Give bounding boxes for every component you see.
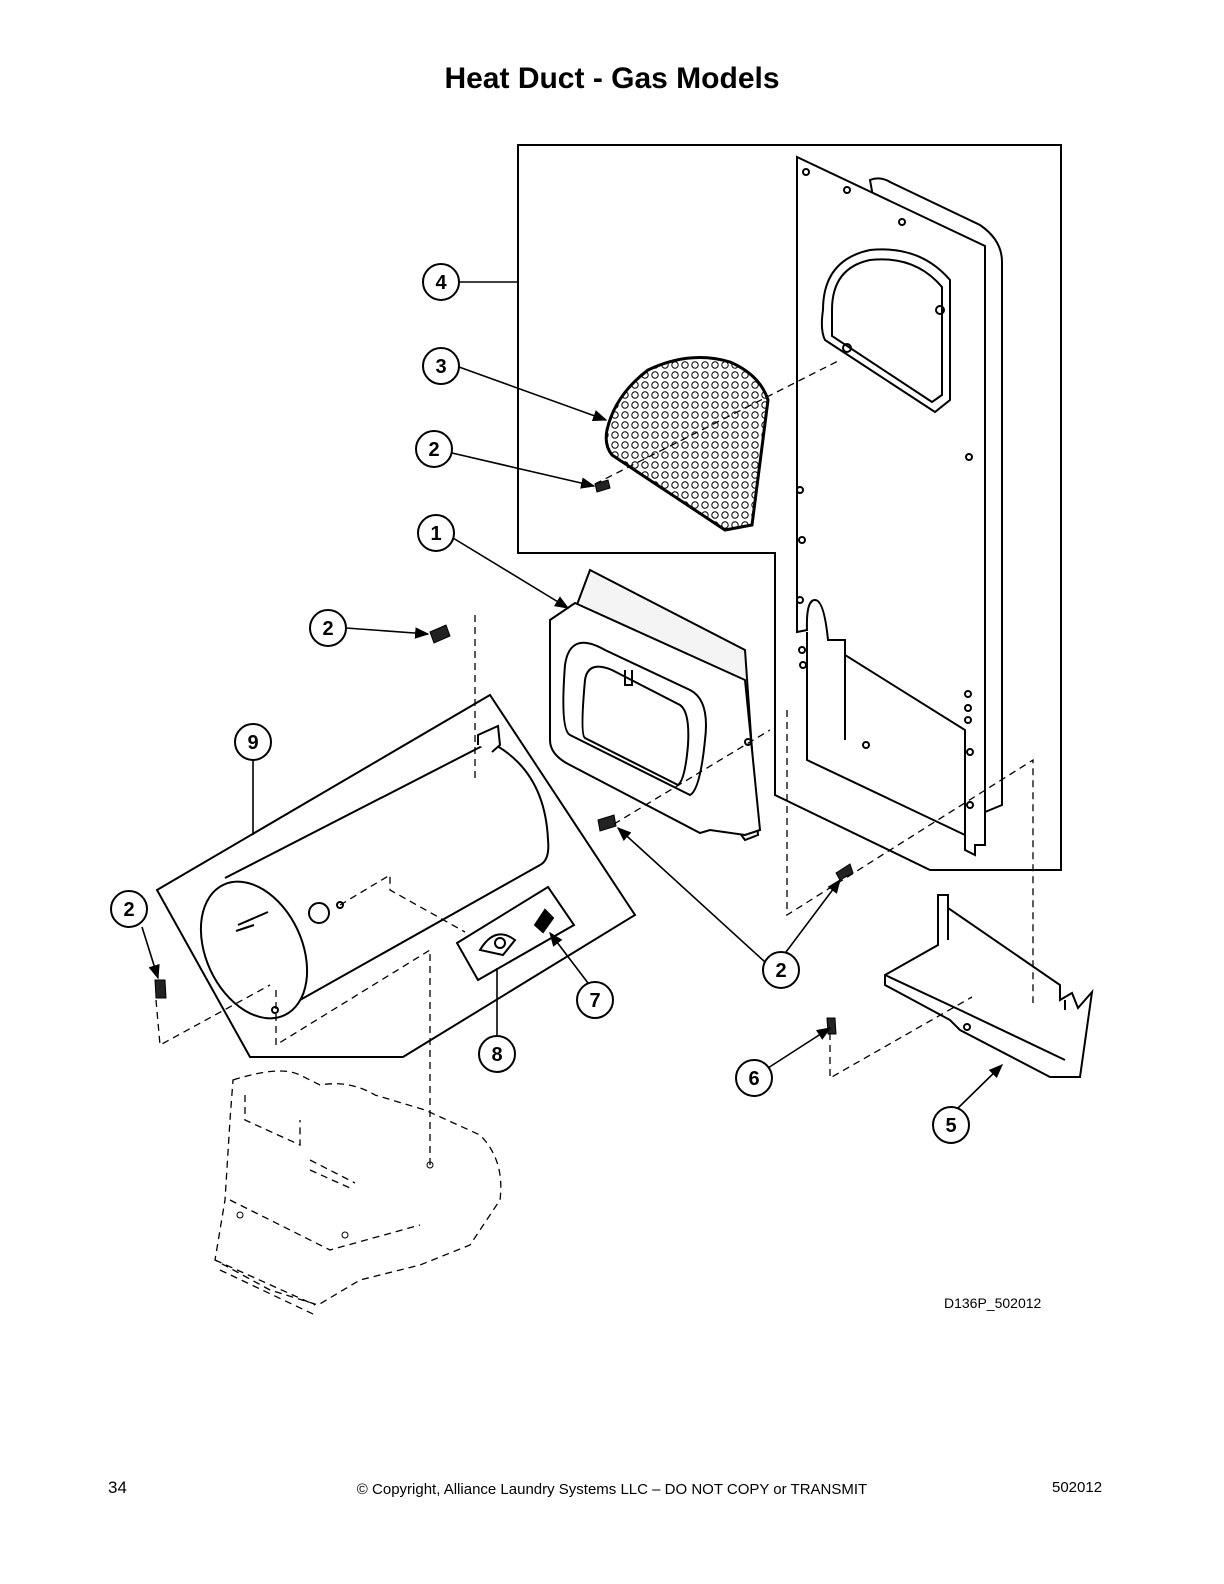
callout-1: 1 — [417, 514, 455, 552]
hi-limit-screw-7 — [533, 908, 555, 934]
svg-text:3: 3 — [435, 356, 446, 378]
svg-text:2: 2 — [123, 899, 134, 921]
callout-2-top: 2 — [415, 430, 453, 468]
assembly-outline-4 — [517, 144, 1062, 871]
burner-tube — [199, 724, 550, 1020]
page-title: Heat Duct - Gas Models — [444, 62, 780, 95]
svg-text:5: 5 — [945, 1115, 956, 1137]
callout-leaders — [141, 281, 1004, 1111]
svg-text:8: 8 — [491, 1044, 502, 1066]
sensor-bracket — [455, 885, 576, 982]
figure-code: D136P_502012 — [944, 1295, 1042, 1311]
svg-text:9: 9 — [247, 732, 258, 754]
svg-text:4: 4 — [435, 272, 447, 294]
copyright-notice: © Copyright, Alliance Laundry Systems LL… — [356, 1481, 868, 1498]
callout-4: 4 — [422, 263, 460, 301]
svg-text:2: 2 — [322, 618, 333, 640]
svg-text:2: 2 — [775, 960, 786, 982]
callout-9: 9 — [234, 723, 272, 761]
callout-2-left: 2 — [110, 890, 148, 928]
callout-2-right: 2 — [762, 951, 800, 989]
phantom-and-alignment-lines — [155, 359, 1034, 1316]
rear-heat-duct-panel — [796, 155, 1003, 857]
callout-7: 7 — [576, 981, 614, 1019]
callout-8: 8 — [478, 1035, 516, 1073]
lint-screen-grille — [604, 356, 770, 532]
callout-3: 3 — [422, 347, 460, 385]
callout-5: 5 — [932, 1106, 970, 1144]
duct-frame — [549, 568, 762, 842]
svg-text:7: 7 — [589, 990, 600, 1012]
document-number: 502012 — [1052, 1479, 1103, 1496]
svg-text:1: 1 — [430, 523, 441, 545]
phantom-holes — [236, 1161, 434, 1239]
assembly-outline-9 — [155, 693, 637, 1058]
mounting-bracket — [884, 894, 1094, 1078]
callout-2-mid: 2 — [309, 609, 347, 647]
callout-circles: 4 3 2 1 2 9 2 2 7 8 6 5 — [110, 263, 970, 1144]
page-number: 34 — [108, 1478, 127, 1497]
svg-text:6: 6 — [748, 1068, 759, 1090]
callout-6: 6 — [735, 1059, 773, 1097]
svg-text:2: 2 — [428, 439, 439, 461]
